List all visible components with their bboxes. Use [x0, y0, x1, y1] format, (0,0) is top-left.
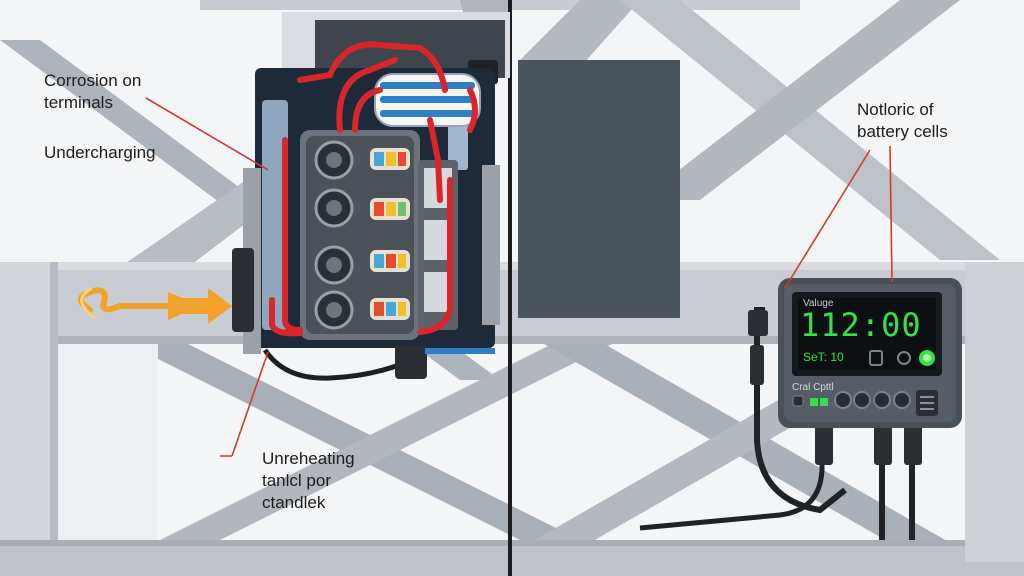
split-divider	[508, 0, 512, 576]
red-wires	[269, 41, 478, 337]
monitor-title: Valuge	[803, 298, 834, 309]
heat-arrow-icon	[78, 286, 232, 324]
label-overheating-line1: Unreheating	[262, 449, 355, 468]
monitor-set-value: SeT: 10	[803, 350, 844, 364]
monitor-bottom-label: Cral Cpttl	[792, 382, 834, 393]
label-corrosion-line1: Corrosion on	[44, 71, 142, 90]
label-battery-cells-line1: Notloric of	[857, 100, 934, 119]
label-battery-cells: Notloric of battery cells	[857, 99, 948, 143]
cell-connectors	[370, 148, 410, 320]
background-block	[518, 60, 680, 318]
leader-lines	[145, 97, 893, 457]
coil-component	[374, 73, 481, 127]
label-overheating-line2: tanlcl por	[262, 471, 331, 490]
label-overheating-line3: ctandlek	[262, 493, 326, 512]
label-battery-cells-line2: battery cells	[857, 122, 948, 141]
label-undercharging: Undercharging	[44, 143, 156, 162]
monitor-reading: 112:00	[800, 306, 922, 344]
label-overheating: Unreheating tanlcl por ctandlek	[262, 448, 355, 514]
battery-pack-icon	[232, 12, 510, 381]
label-corrosion: Corrosion on terminals	[44, 70, 141, 114]
voltage-monitor-icon	[639, 278, 962, 540]
label-corrosion-line2: terminals	[44, 93, 113, 112]
